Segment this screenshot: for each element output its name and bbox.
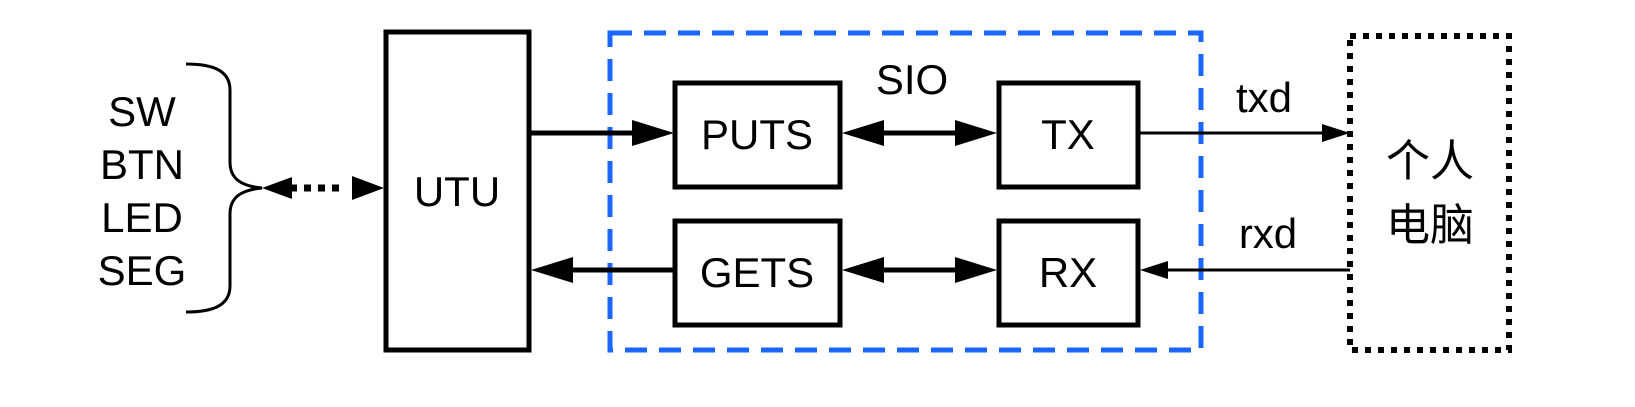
pc-block: 个人 电脑: [1347, 33, 1512, 353]
utu-to-puts-arrow: [529, 120, 674, 146]
tx-block: TX: [996, 80, 1141, 190]
gets-block: GETS: [672, 218, 843, 328]
io-item-led: LED: [101, 194, 183, 241]
sio-label: SIO: [876, 56, 948, 103]
io-item-seg: SEG: [98, 247, 187, 294]
utu-block: UTU: [383, 29, 532, 353]
io-item-sw: SW: [108, 88, 176, 135]
sio-group: SIO: [607, 30, 1204, 353]
txd-signal: txd: [1138, 74, 1350, 142]
puts-label: PUTS: [701, 111, 813, 158]
io-item-btn: BTN: [100, 141, 184, 188]
gets-to-utu-arrow: [531, 257, 674, 283]
rx-label: RX: [1039, 249, 1097, 296]
curly-brace: [185, 62, 263, 314]
gets-label: GETS: [700, 249, 814, 296]
puts-block: PUTS: [672, 80, 843, 190]
puts-tx-arrow: [842, 120, 997, 146]
pc-label-line1: 个人: [1386, 137, 1474, 186]
utu-label: UTU: [414, 168, 500, 215]
io-utu-connector: [262, 176, 384, 200]
rx-block: RX: [996, 218, 1141, 328]
txd-label: txd: [1236, 74, 1292, 121]
io-list: SW BTN LED SEG: [98, 88, 187, 294]
gets-rx-arrow: [842, 257, 997, 283]
rxd-label: rxd: [1239, 210, 1297, 257]
pc-label-line2: 电脑: [1386, 201, 1474, 250]
rxd-signal: rxd: [1140, 210, 1350, 279]
tx-label: TX: [1041, 111, 1095, 158]
